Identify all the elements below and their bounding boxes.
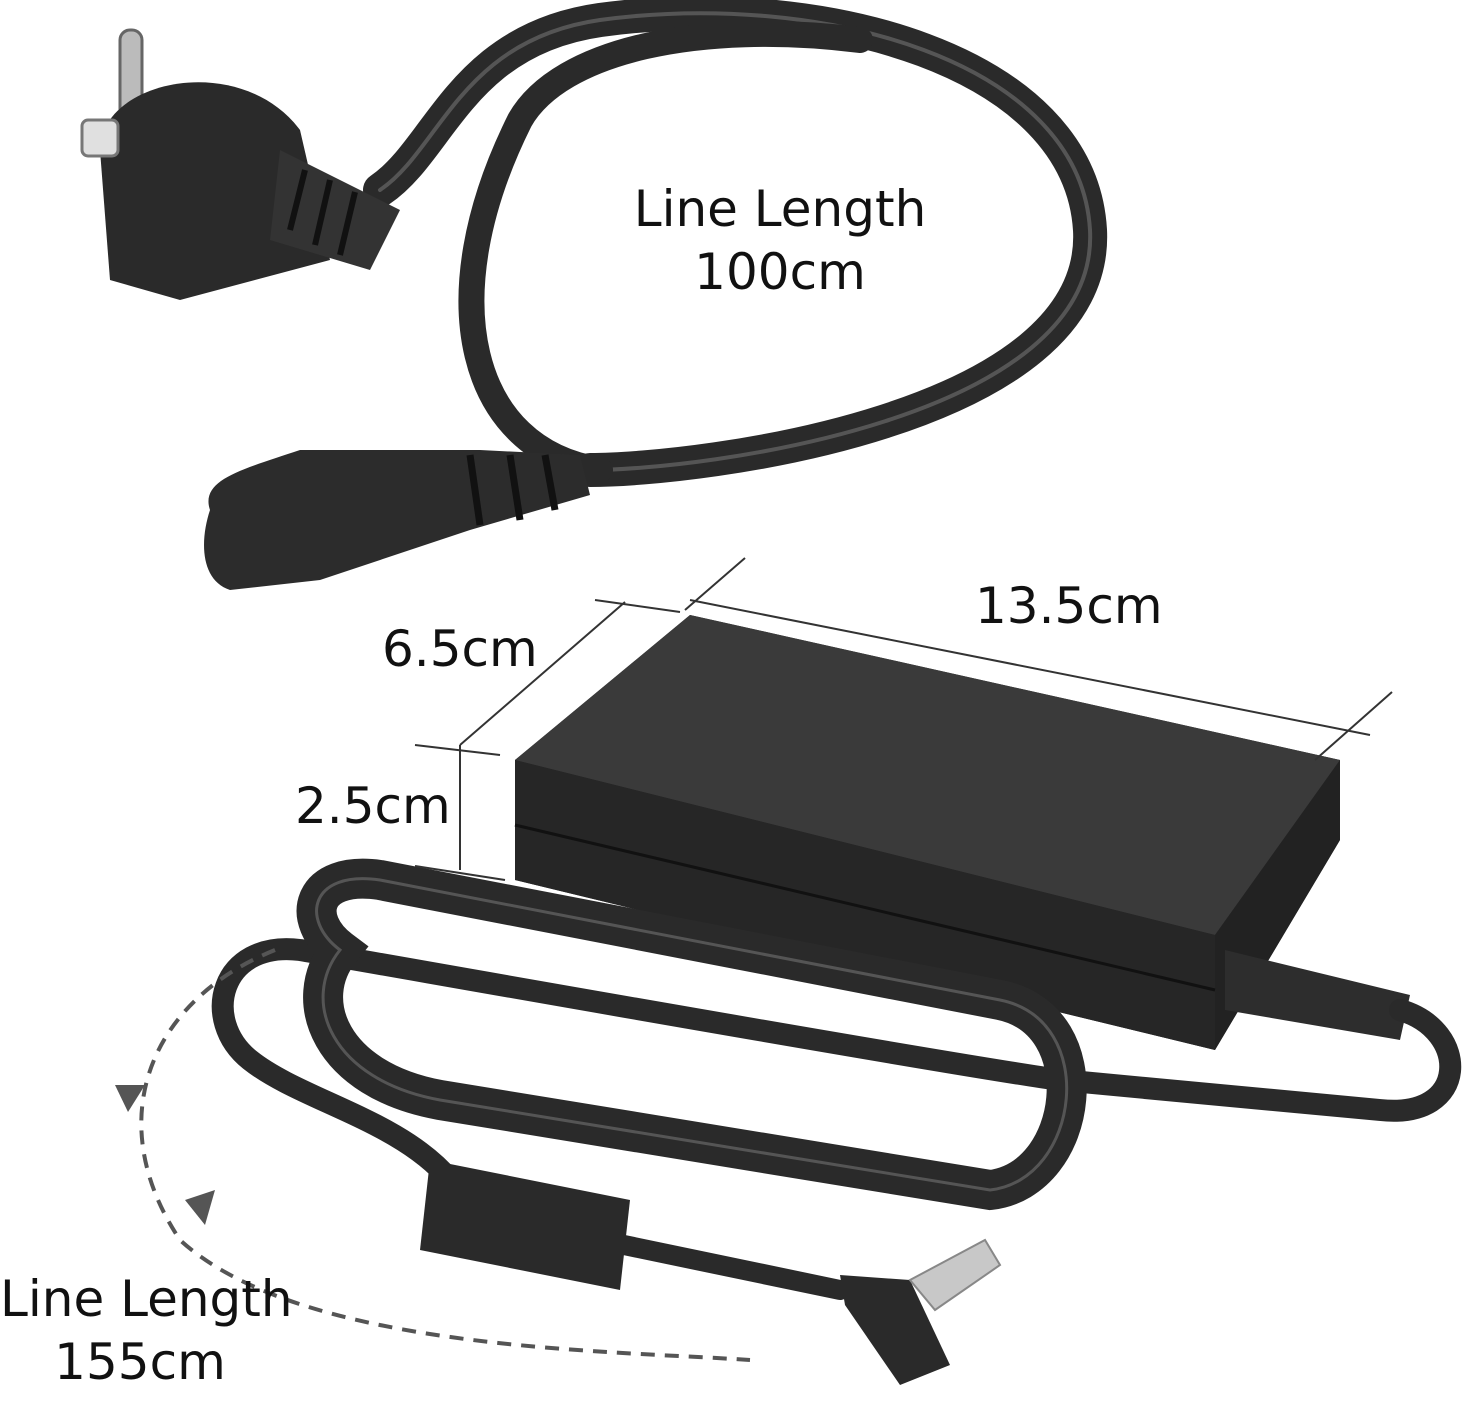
adapter-length-label: 13.5cm — [975, 577, 1163, 635]
c5-connector — [204, 450, 591, 590]
power-adapter-brick — [514, 615, 1410, 1050]
dashed-length-arrow — [115, 948, 751, 1362]
dc-cord-length-label: Line Length 155cm — [0, 1268, 293, 1393]
ac-power-cord — [363, 0, 1108, 487]
dimension-lines — [414, 557, 1393, 881]
dc-output-cord — [211, 858, 1462, 1300]
dc-barrel-plug — [840, 1238, 1002, 1385]
ac-cord-length-title: Line Length — [633, 180, 927, 238]
schuko-plug — [80, 28, 400, 300]
ac-cord-length-label: Line Length 100cm — [620, 178, 940, 303]
adapter-width-label: 6.5cm — [382, 620, 538, 678]
dc-cord-length-value: 155cm — [54, 1332, 226, 1391]
dc-cord-length-title: Line Length — [0, 1270, 293, 1328]
ac-cord-length-value: 100cm — [694, 242, 866, 301]
adapter-height-label: 2.5cm — [295, 777, 451, 835]
ferrite-core — [420, 1160, 630, 1290]
